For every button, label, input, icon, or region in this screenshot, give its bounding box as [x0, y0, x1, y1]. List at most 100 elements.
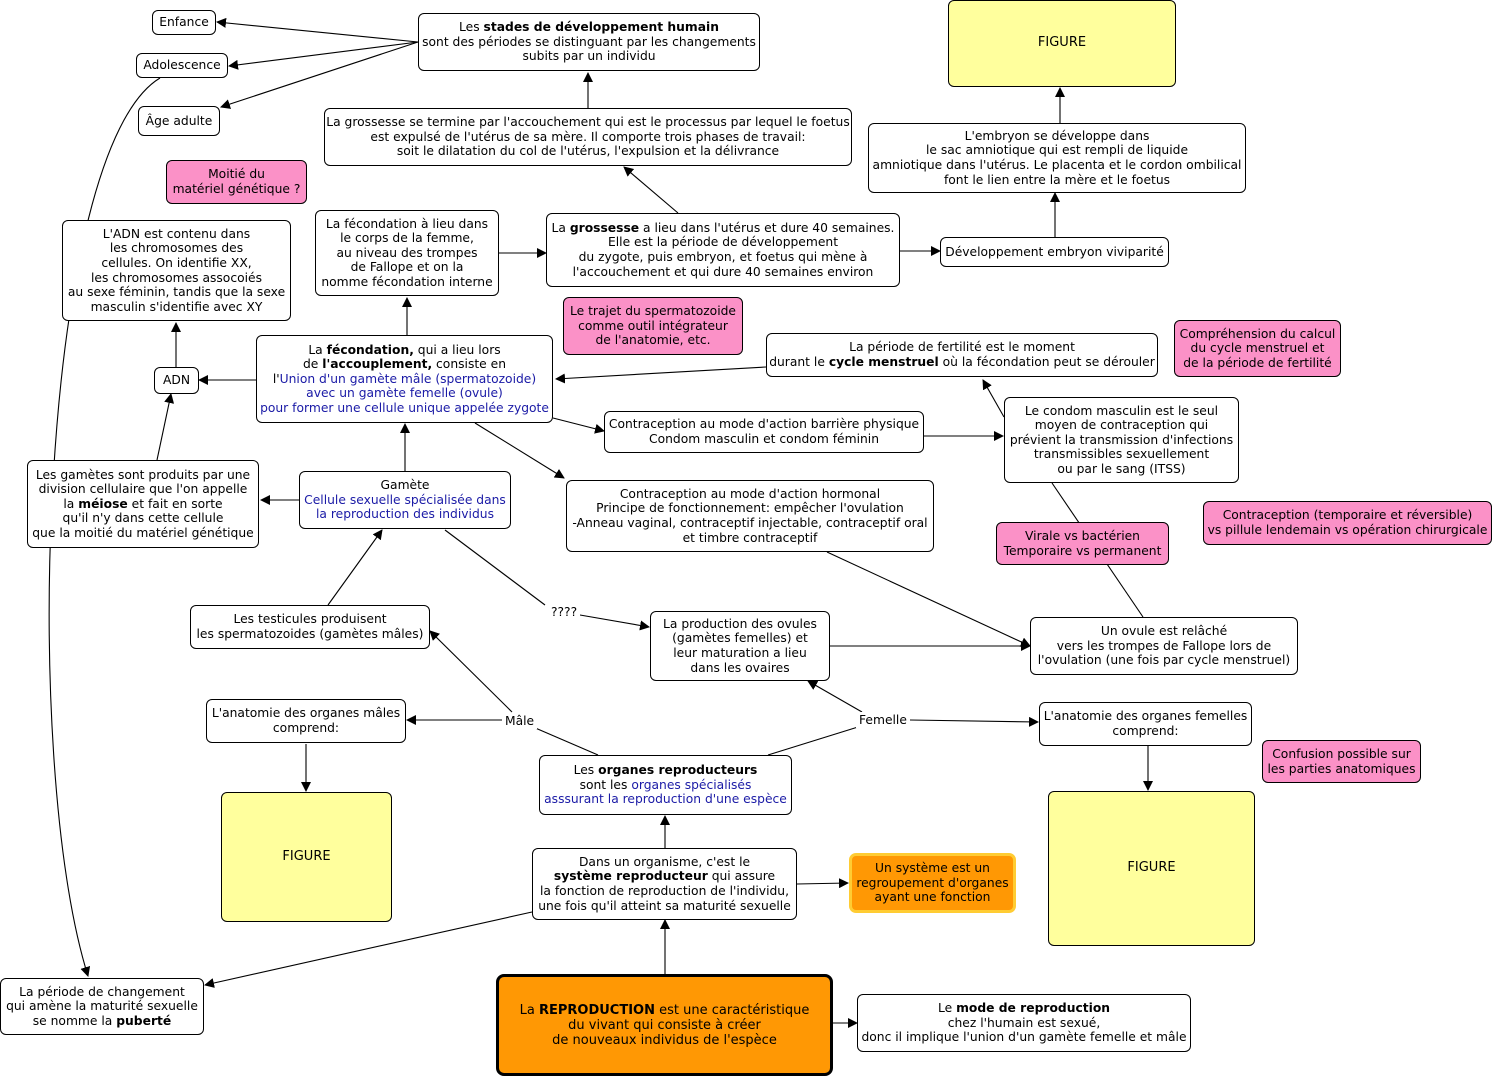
contraception-temporaire-note[interactable]: Contraception (temporaire et réversible)… [1203, 501, 1492, 545]
edge-fecondation-barriere [552, 417, 605, 434]
node-line: -Anneau vaginal, contraceptif injectable… [572, 516, 928, 530]
edge-condom-periode [982, 379, 1005, 418]
node-line: le corps de la femme, [340, 231, 474, 246]
node-line: l'ovulation (une fois par cycle menstrue… [1037, 653, 1291, 668]
node-line: (gamètes femelles) et [672, 631, 808, 646]
node-line: le sac amniotique qui est rempli de liqu… [925, 143, 1189, 158]
node-line: les chromosomes des [109, 241, 244, 256]
enfance-node[interactable]: Enfance [152, 10, 216, 35]
node-line: comprend: [1112, 724, 1179, 738]
node-line: amniotique dans l'utérus. Le placenta et… [872, 158, 1242, 172]
node-line: Enfance [159, 15, 209, 30]
node-line: pour former une cellule unique appelée z… [260, 400, 549, 415]
node-line: Le condom masculin est le seul [1024, 403, 1219, 418]
node-line: Principe de fonctionnement: empêcher l'o… [596, 501, 904, 516]
node-line: Les gamètes sont produits par une [35, 467, 251, 482]
grossesse-node[interactable]: La grossesse a lieu dans l'utérus et dur… [546, 213, 900, 287]
node-line: L'anatomie des organes femelles [1043, 709, 1248, 724]
node-line: Les stades de développement humain [459, 20, 719, 35]
edge-stades-enfance [216, 17, 419, 43]
node-line: du zygote, puis embryon, et foetus qui m… [578, 250, 868, 264]
node-line: Développement embryon viviparité [945, 244, 1164, 259]
node-line: Elle est la période de développement [607, 235, 839, 250]
node-line: Temporaire vs permanent [1003, 543, 1162, 558]
node-line: est expulsé de l'utérus de sa mère. Il c… [370, 129, 806, 144]
node-line: Les organes reproducteurs [573, 763, 758, 778]
node-line: comprend: [272, 721, 340, 735]
adolescence-node[interactable]: Adolescence [136, 53, 228, 78]
edge-gametesmeiose-adn [156, 393, 175, 461]
node-line: système reproducteur qui assure [553, 869, 776, 884]
node-line: Contraception au mode d'action barrière … [608, 417, 920, 432]
edge-hormonal-ovule [826, 551, 1031, 647]
node-line: prévient la transmission d'infections [1009, 432, 1234, 447]
figure-right: FIGURE [1048, 791, 1255, 946]
edge-fecondation-hormonal [474, 422, 565, 479]
femelle-label: Femelle [856, 712, 910, 728]
edge-grossesse-grossessefin [623, 166, 679, 214]
node-line: Compréhension du calcul [1179, 326, 1336, 341]
developpement-embryon-node[interactable]: Développement embryon viviparité [940, 237, 1169, 267]
node-line: sont des périodes se distinguant par les… [422, 34, 756, 49]
age-adulte-node[interactable]: Âge adulte [138, 106, 220, 136]
node-line: du vivant qui consiste à créer [568, 1017, 761, 1033]
node-line: L'ADN est contenu dans [102, 226, 251, 241]
node-line: Le mode de reproduction [937, 1001, 1111, 1016]
node-line: se nomme la puberté [32, 1013, 172, 1028]
ovules-production-node[interactable]: La production des ovules(gamètes femelle… [650, 611, 830, 681]
edge-gamete-question [444, 529, 546, 606]
node-line: dans les ovaires [690, 660, 790, 675]
edge-femelle-ovules [807, 680, 863, 713]
node-line: les parties anatomiques [1267, 761, 1416, 776]
node-line: de la période de fertilité [1183, 355, 1332, 370]
node-line: ayant une fonction [874, 890, 991, 905]
edge-testicules-gamete [327, 529, 383, 606]
node-line: L'embryon se développe dans [964, 128, 1150, 143]
node-line: donc il implique l'union d'un gamète fem… [861, 1030, 1187, 1045]
node-line: regroupement d'organes [856, 875, 1009, 890]
node-line: la méiose et fait en sorte [63, 496, 223, 511]
edge-question-ovules [579, 614, 650, 631]
node-line: vers les trompes de Fallope lors de [1056, 638, 1272, 653]
node-line: La grossesse se termine par l'accoucheme… [326, 115, 850, 130]
figure-top: FIGURE [948, 0, 1176, 87]
node-line: matériel génétique ? [172, 182, 301, 196]
node-line: une fois qu'il atteint sa maturité sexue… [538, 898, 791, 913]
edge-stades-adolescence [228, 41, 419, 70]
node-line: de l'accouplement, consiste en [302, 357, 507, 372]
grossesse-fin-node[interactable]: La grossesse se termine par l'accoucheme… [324, 108, 852, 166]
node-line: au niveau des trompes [336, 245, 478, 260]
node-line: font le lien entre la mère et le foetus [943, 172, 1171, 187]
node-line: La période de changement [19, 984, 185, 999]
adn-node[interactable]: ADN [154, 367, 199, 394]
contraception-barriere-node[interactable]: Contraception au mode d'action barrière … [604, 411, 924, 453]
node-line: FIGURE [1127, 860, 1176, 876]
node-line: L'anatomie des organes mâles [211, 706, 401, 721]
node-line: masculin s'identifie avec XY [90, 299, 263, 314]
